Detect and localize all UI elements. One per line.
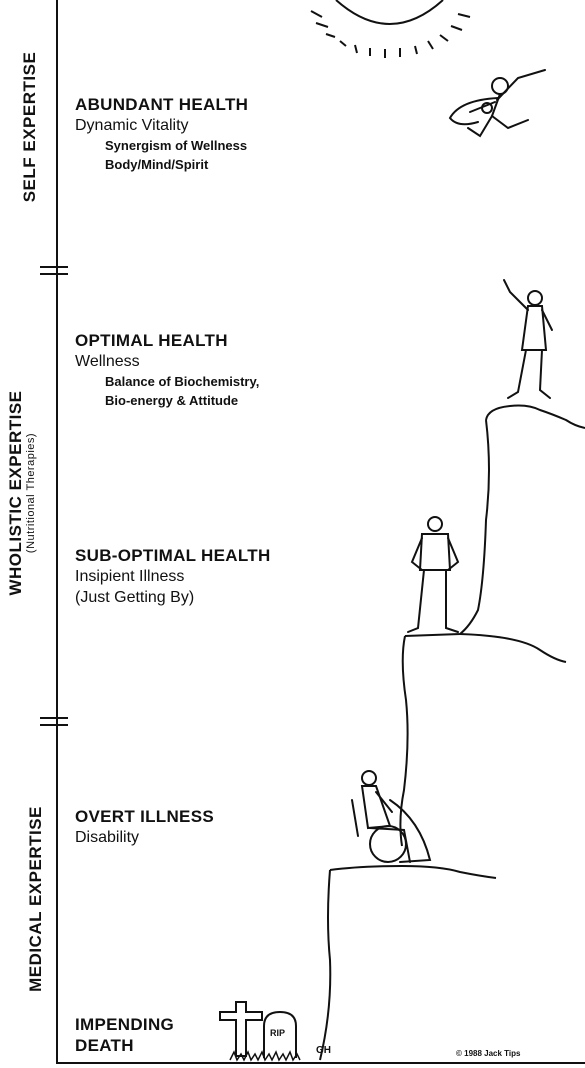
level-abundant-health: ABUNDANT HEALTH Dynamic Vitality Synergi… [75,94,248,174]
level-subtitle: Insipient Illness [75,566,271,587]
level-detail: Synergism of Wellness [75,136,248,155]
waving-man-icon [504,280,552,398]
medical-expertise-label: MEDICAL EXPERTISE [26,789,48,1009]
cliff-top [486,406,585,429]
level-detail: Balance of Biochemistry, [75,372,259,391]
wholistic-expertise-label: WHOLISTIC EXPERTISE (Nutritional Therapi… [6,363,42,623]
copyright-text: © 1988 Jack Tips [456,1049,520,1058]
level-title: ABUNDANT HEALTH [75,94,248,115]
level-title: OPTIMAL HEALTH [75,330,259,351]
self-expertise-label: SELF EXPERTISE [20,37,42,217]
cross-icon [220,1002,262,1056]
level-title-line2: DEATH [75,1035,174,1056]
level-title: SUB-OPTIMAL HEALTH [75,545,271,566]
standing-man-icon [408,517,458,632]
artist-initials: GH [316,1045,331,1056]
wholistic-expertise-sublabel: (Nutritional Therapies) [25,363,37,623]
level-detail: Body/Mind/Spirit [75,155,248,174]
level-subtitle: (Just Getting By) [75,587,271,608]
cliff-face-bottom [320,870,330,1060]
level-title: OVERT ILLNESS [75,806,214,827]
cliff-middle-ledge [330,866,496,878]
level-optimal-health: OPTIMAL HEALTH Wellness Balance of Bioch… [75,330,259,410]
flying-hero-icon [450,70,545,136]
level-subtitle: Disability [75,827,214,848]
level-sub-optimal-health: SUB-OPTIMAL HEALTH Insipient Illness (Ju… [75,545,271,608]
sun-icon [311,0,470,58]
cliff-upper-ledge [460,634,566,662]
level-subtitle: Wellness [75,351,259,372]
level-impending-death: IMPENDING DEATH [75,1014,174,1056]
wheelchair-person-icon [352,771,430,862]
level-title: IMPENDING [75,1014,174,1035]
level-overt-illness: OVERT ILLNESS Disability [75,806,214,848]
tombstone-text: RIP [270,1028,285,1038]
level-subtitle: Dynamic Vitality [75,115,248,136]
level-detail: Bio-energy & Attitude [75,391,259,410]
